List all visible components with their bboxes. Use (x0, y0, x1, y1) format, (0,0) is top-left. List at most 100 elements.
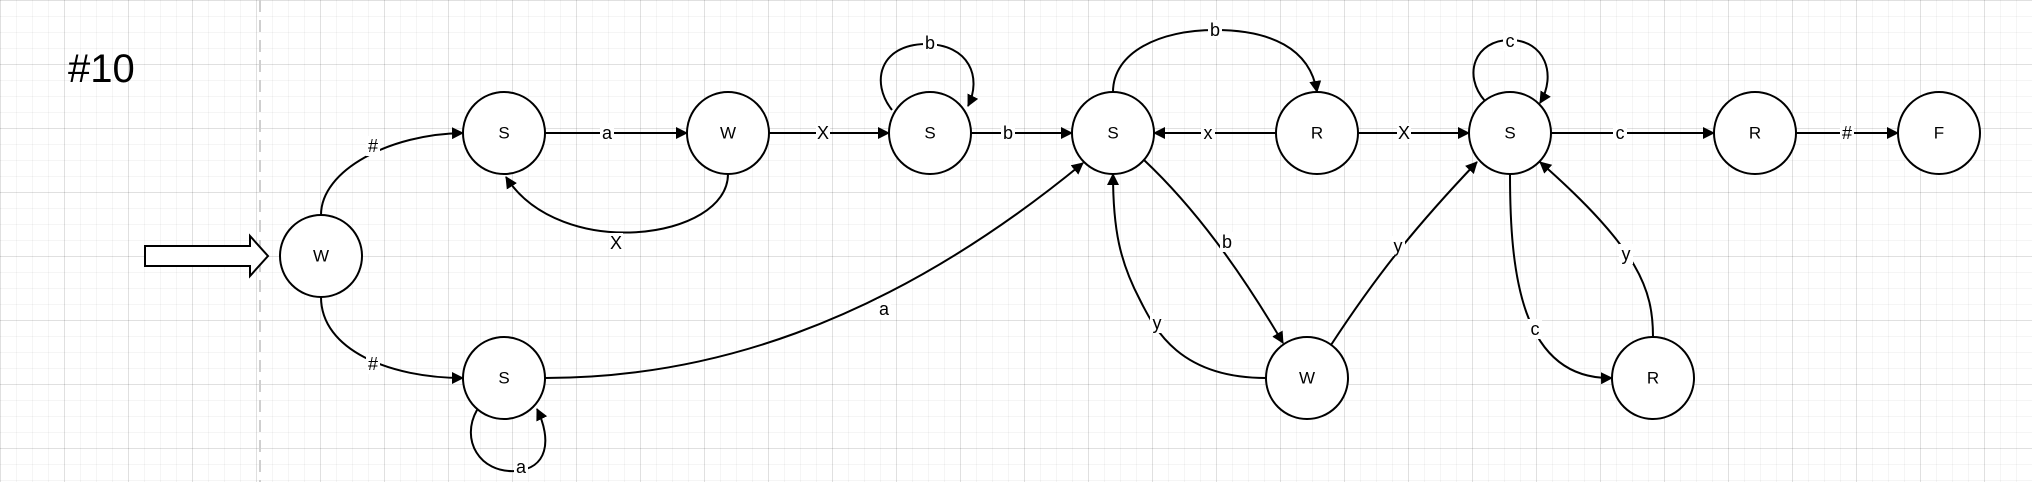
transition-label-background (1391, 236, 1405, 256)
transition-s2-to-s2: b (879, 33, 979, 111)
transition-label: x (1204, 123, 1213, 143)
transition-label-background (1201, 123, 1215, 143)
state-circle (1071, 91, 1155, 175)
transition-label: y (1394, 236, 1403, 256)
state-node-w0: W (279, 214, 363, 298)
state-node-r1: R (1275, 91, 1359, 175)
state-label: R (1647, 369, 1659, 388)
state-label: S (1107, 124, 1118, 143)
state-node-s5: S (462, 336, 546, 420)
state-label: S (498, 124, 509, 143)
transition-arrow (544, 162, 1084, 379)
transition-w2-to-s4: y (1330, 161, 1478, 346)
transition-label: a (602, 123, 613, 143)
transition-label: c (1531, 319, 1540, 339)
transition-label: c (1506, 31, 1515, 51)
transition-label-background (1208, 20, 1222, 40)
transition-label: # (368, 136, 378, 156)
transition-arrow (1143, 159, 1284, 344)
state-nodes: W S W S S R S R F S W R (279, 91, 1981, 420)
state-circle (1897, 91, 1981, 175)
state-circle (888, 91, 972, 175)
transition-label: X (817, 123, 829, 143)
transition-arrow (1509, 173, 1613, 385)
transition-s3-to-w2: b (1143, 159, 1284, 344)
state-label: W (1299, 369, 1315, 388)
transition-s1-to-w1: a (545, 123, 688, 143)
state-label: F (1934, 124, 1944, 143)
state-circle (1265, 336, 1349, 420)
transition-w1-to-s1: X (505, 173, 729, 253)
transition-s5-to-s5: a (469, 408, 548, 477)
transition-label-background (1397, 123, 1411, 143)
state-node-w1: W (686, 91, 770, 175)
state-label: R (1311, 124, 1323, 143)
transition-r2-to-f: # (1796, 123, 1899, 143)
transition-s2-to-s3: b (971, 123, 1073, 143)
transition-label-background (816, 123, 830, 143)
state-label: R (1749, 124, 1761, 143)
transition-label: X (1398, 123, 1410, 143)
state-circle (1468, 91, 1552, 175)
transition-label-background (1503, 31, 1517, 51)
transition-label: b (1222, 232, 1232, 252)
transition-label-background (1528, 319, 1542, 339)
state-label: S (924, 124, 935, 143)
state-circle (686, 91, 770, 175)
state-circle (462, 336, 546, 420)
state-node-s4: S (1468, 91, 1552, 175)
state-label: W (313, 247, 329, 266)
state-node-r3: R (1611, 336, 1695, 420)
transition-r3-to-s4: y (1539, 161, 1654, 338)
state-node-s3: S (1071, 91, 1155, 175)
state-circle (1713, 91, 1797, 175)
transition-label-background (1613, 123, 1627, 143)
transition-label-background (1840, 123, 1854, 143)
start-arrow-icon (144, 233, 270, 279)
state-node-w2: W (1265, 336, 1349, 420)
transition-label-background (1150, 313, 1164, 333)
transition-label: c (1616, 123, 1625, 143)
state-node-s1: S (462, 91, 546, 175)
state-label: S (1504, 124, 1515, 143)
transition-label-background (1619, 244, 1633, 264)
transition-label-background (923, 33, 937, 53)
transition-label-background (1001, 123, 1015, 143)
transition-s3-to-r1: b (1112, 20, 1322, 93)
transition-label: a (879, 299, 890, 319)
state-label: W (720, 124, 736, 143)
transition-arrow (1107, 173, 1267, 379)
transition-label-background (1220, 232, 1234, 252)
transition-label: X (610, 233, 622, 253)
transition-label-background (514, 457, 528, 477)
transition-r1-to-s4: X (1358, 123, 1470, 143)
transition-label: b (1210, 20, 1220, 40)
transition-s4-to-r3: c (1509, 173, 1613, 385)
transition-s4-to-r2: c (1551, 123, 1715, 143)
transition-label: # (1842, 123, 1852, 143)
transition-r1-to-s3: x (1153, 123, 1276, 143)
state-circle (1275, 91, 1359, 175)
transition-label-background (366, 136, 380, 156)
transition-arrow (505, 173, 729, 234)
state-circle (462, 91, 546, 175)
transition-label: b (1003, 123, 1013, 143)
state-circle (1611, 336, 1695, 420)
transition-s4-to-s4: c (1472, 31, 1551, 104)
state-circle (279, 214, 363, 298)
transition-w0-to-s5: # (320, 296, 464, 384)
state-node-s2: S (888, 91, 972, 175)
transition-w0-to-s1: # (320, 127, 464, 216)
state-node-f: F (1897, 91, 1981, 175)
transition-arrow (320, 296, 464, 384)
transition-arrow (320, 127, 464, 216)
transition-w2-to-s3: y (1107, 173, 1267, 379)
transition-label-background (877, 299, 891, 319)
transition-label-background (366, 354, 380, 374)
transition-label: y (1153, 313, 1162, 333)
transition-label-background (609, 233, 623, 253)
transition-label: # (368, 354, 378, 374)
